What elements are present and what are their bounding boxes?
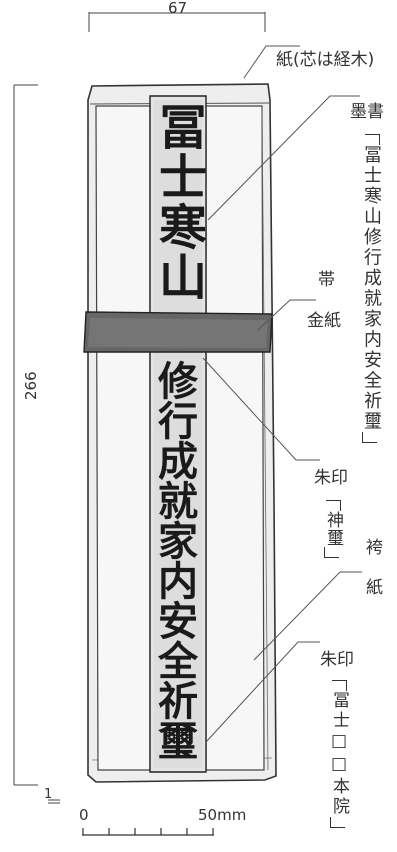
- hakama-label-2: 紙: [366, 578, 383, 598]
- seal1-text-label: 神璽: [323, 511, 343, 547]
- leader-paper: [243, 45, 300, 79]
- leader-ink: [207, 95, 360, 221]
- width-dimension-line: [88, 12, 266, 32]
- leader-hakama: [253, 571, 362, 661]
- seal2-title-label: 朱印: [320, 650, 354, 670]
- small-dimension-label: 1: [44, 787, 53, 802]
- strip-text-lower: 修行成就家内安全祈璽: [151, 360, 198, 760]
- open-bracket: [332, 680, 347, 691]
- height-dimension-line: [13, 84, 60, 804]
- close-bracket: [330, 817, 345, 828]
- strip-text-upper: 冨士寒山: [150, 102, 206, 302]
- width-dimension-label: 67: [168, 0, 188, 17]
- open-bracket: [365, 134, 380, 145]
- height-dimension-label: 266: [22, 371, 40, 400]
- seal2-text-label: 冨士□□本院: [329, 691, 349, 817]
- hakama-paper: [95, 105, 269, 771]
- ink-text-label: 冨士寒山修行成就家内安全祈璽: [361, 145, 382, 432]
- band-label-1: 帯: [318, 270, 335, 290]
- leader-seal2: [205, 641, 320, 743]
- seal1-title-label: 朱印: [314, 468, 348, 488]
- leader-lines: [202, 45, 362, 743]
- seal1-text-callout: 神璽: [323, 500, 343, 558]
- scale-zero-label: 0: [79, 806, 89, 824]
- close-bracket: [362, 432, 377, 443]
- gold-paper-band: [83, 311, 273, 353]
- ink-text-callout: 冨士寒山修行成就家内安全祈璽: [361, 134, 382, 443]
- leader-seal1: [202, 357, 320, 461]
- scale-bar: [82, 828, 214, 836]
- scale-end-label: 50mm: [198, 806, 247, 824]
- close-bracket: [324, 547, 339, 558]
- seal2-text-callout: 冨士□□本院: [329, 680, 349, 828]
- leader-band: [257, 299, 316, 331]
- open-bracket: [326, 500, 341, 511]
- paper-label: 紙(芯は経木): [276, 50, 375, 70]
- hakama-label-1: 袴: [366, 538, 383, 558]
- ink-title-label: 墨書: [350, 102, 384, 122]
- center-strip: [149, 95, 207, 773]
- band-label-2: 金紙: [307, 311, 341, 331]
